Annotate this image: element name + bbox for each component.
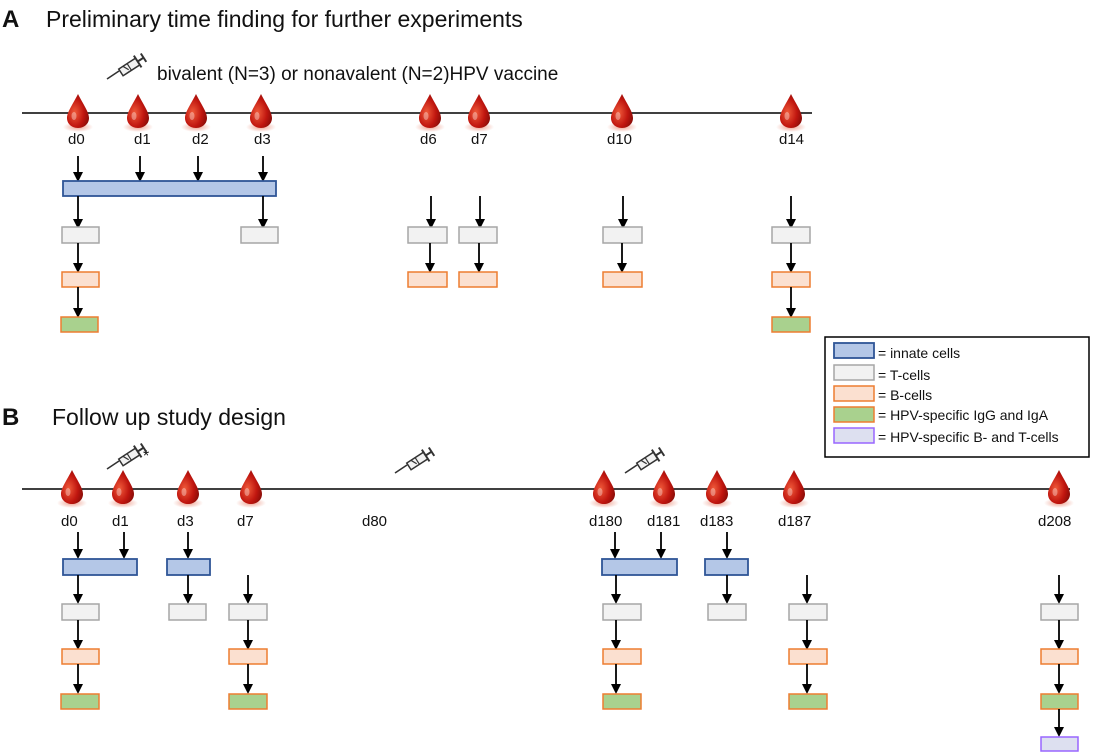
tcell-box bbox=[788, 603, 828, 621]
bcell-box bbox=[602, 648, 642, 665]
syringe-icon bbox=[624, 446, 666, 474]
bcell-box bbox=[788, 648, 828, 665]
day-label: d80 bbox=[362, 513, 387, 530]
day-label: d3 bbox=[254, 131, 271, 148]
bcell-box bbox=[61, 648, 100, 665]
innate-box bbox=[166, 558, 211, 576]
tcell-box bbox=[1040, 603, 1079, 621]
panel-b-letter: B bbox=[2, 404, 19, 431]
day-label: d208 bbox=[1038, 513, 1071, 530]
igg-box bbox=[771, 316, 811, 333]
igg-box bbox=[228, 693, 268, 710]
igg-box bbox=[1040, 693, 1079, 710]
innate-box bbox=[62, 180, 277, 197]
bcell-box bbox=[833, 385, 875, 402]
day-label: d14 bbox=[779, 131, 804, 148]
day-label: d3 bbox=[177, 513, 194, 530]
innate-box bbox=[601, 558, 678, 576]
day-label: d10 bbox=[607, 131, 632, 148]
day-label: d1 bbox=[134, 131, 151, 148]
tcell-box bbox=[833, 364, 875, 381]
day-label: d6 bbox=[420, 131, 437, 148]
tcell-box bbox=[707, 603, 747, 621]
day-label: d180 bbox=[589, 513, 622, 530]
tcell-box bbox=[61, 226, 100, 244]
day-label: d183 bbox=[700, 513, 733, 530]
panel-b-asterisk: * bbox=[143, 448, 149, 465]
panel-b-title: Follow up study design bbox=[52, 404, 286, 430]
igg-box bbox=[60, 316, 99, 333]
hpvbt-box bbox=[1040, 736, 1079, 752]
day-label: d7 bbox=[237, 513, 254, 530]
syringe-icon bbox=[394, 446, 436, 474]
panel-a-title: Preliminary time finding for further exp… bbox=[46, 6, 523, 32]
bcell-box bbox=[1040, 648, 1079, 665]
igg-box bbox=[788, 693, 828, 710]
legend-label-tcell: = T-cells bbox=[878, 367, 930, 383]
legend-label-bcell: = B-cells bbox=[878, 387, 932, 403]
tcell-box bbox=[61, 603, 100, 621]
day-label: d0 bbox=[61, 513, 78, 530]
igg-box bbox=[60, 693, 100, 710]
innate-box bbox=[704, 558, 749, 576]
bcell-box bbox=[602, 271, 643, 288]
day-label: d2 bbox=[192, 131, 209, 148]
bcell-box bbox=[407, 271, 448, 288]
tcell-box bbox=[458, 226, 498, 244]
bcell-box bbox=[458, 271, 498, 288]
bcell-box bbox=[61, 271, 100, 288]
syringe-icon bbox=[106, 442, 148, 470]
legend-label-hpvbt: = HPV-specific B- and T-cells bbox=[878, 429, 1059, 445]
bcell-box bbox=[228, 648, 268, 665]
tcell-box bbox=[771, 226, 811, 244]
tcell-box bbox=[168, 603, 207, 621]
day-label: d0 bbox=[68, 131, 85, 148]
tcell-box bbox=[602, 226, 643, 244]
tcell-box bbox=[228, 603, 268, 621]
igg-box bbox=[833, 406, 875, 423]
tcell-box bbox=[407, 226, 448, 244]
day-label: d1 bbox=[112, 513, 129, 530]
hpvbt-box bbox=[833, 427, 875, 444]
syringe-icon bbox=[106, 52, 148, 80]
innate-box bbox=[62, 558, 138, 576]
panel-a-vaccine-label: bivalent (N=3) or nonavalent (N=2)HPV va… bbox=[157, 64, 558, 85]
day-label: d187 bbox=[778, 513, 811, 530]
igg-box bbox=[602, 693, 642, 710]
legend-label-innate: = innate cells bbox=[878, 345, 960, 361]
day-label: d181 bbox=[647, 513, 680, 530]
panel-a-letter: A bbox=[2, 6, 19, 33]
legend-label-igg: = HPV-specific IgG and IgA bbox=[878, 407, 1049, 423]
day-label: d7 bbox=[471, 131, 488, 148]
tcell-box bbox=[602, 603, 642, 621]
diagram-graphics bbox=[22, 52, 1079, 752]
bcell-box bbox=[771, 271, 811, 288]
tcell-box bbox=[240, 226, 279, 244]
innate-box bbox=[833, 342, 875, 359]
